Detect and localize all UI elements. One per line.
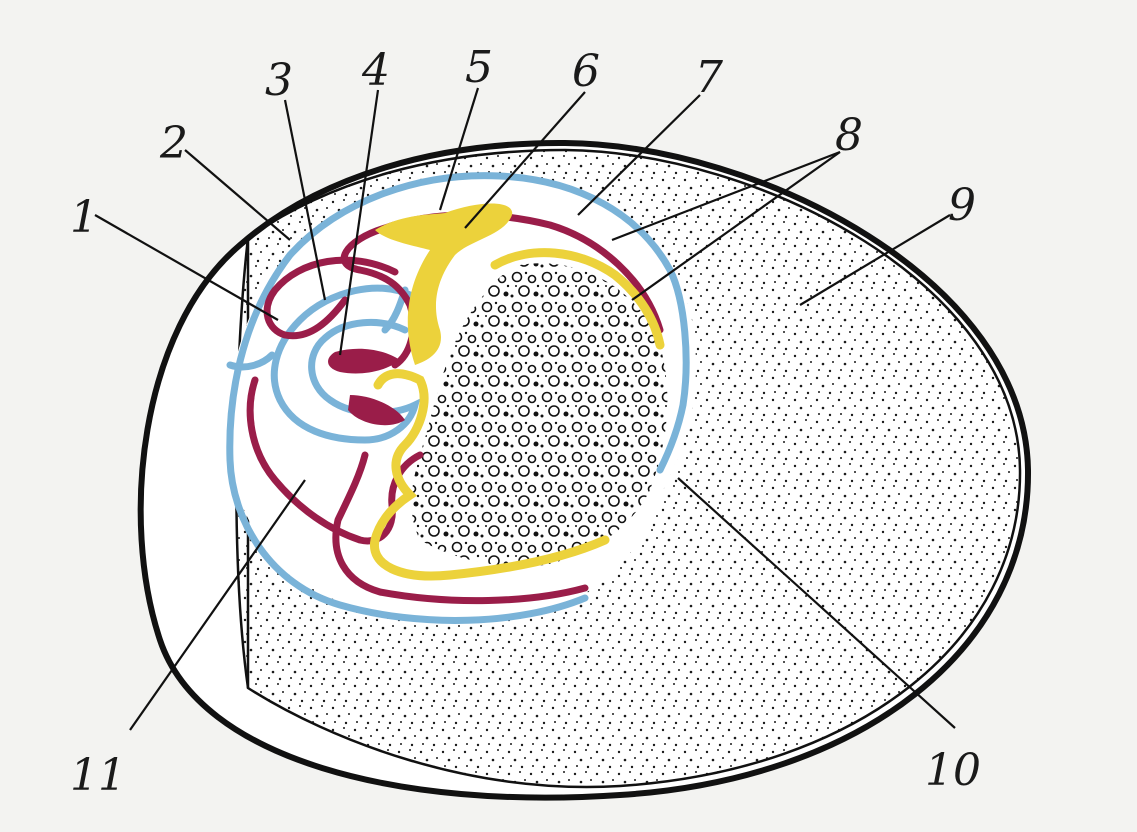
label-6: 6 (572, 46, 600, 97)
label-10: 10 (925, 745, 981, 796)
label-5: 5 (465, 42, 493, 93)
label-9: 9 (948, 180, 976, 231)
label-11: 11 (70, 750, 126, 801)
label-8: 8 (835, 110, 863, 161)
label-4: 4 (361, 45, 390, 96)
label-7: 7 (695, 52, 723, 103)
leader-2 (185, 150, 290, 240)
label-2: 2 (159, 118, 188, 169)
label-1: 1 (70, 192, 98, 243)
label-3: 3 (265, 55, 293, 106)
